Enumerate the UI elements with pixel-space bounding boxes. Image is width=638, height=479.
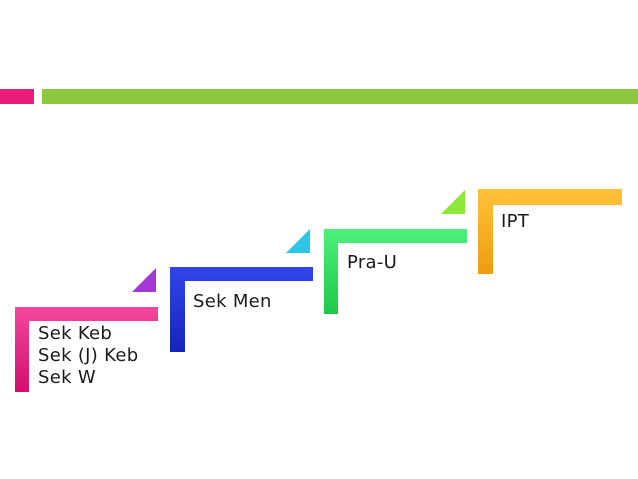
step-2-bracket: [170, 267, 313, 352]
step-4-label: IPT: [501, 211, 530, 232]
step-2-triangle: [286, 229, 310, 253]
step-2-label: Sek Men: [193, 291, 272, 312]
step-1-bracket: [15, 307, 158, 392]
header-bar: [42, 89, 638, 104]
step-1-line-1: Sek Keb: [38, 323, 113, 344]
step-1-label: Sek Keb Sek (J) Keb Sek W: [38, 323, 138, 389]
step-1-triangle: [132, 268, 156, 292]
step-3-bracket: [324, 229, 467, 314]
step-3-label: Pra-U: [347, 252, 398, 273]
step-1-line-2: Sek (J) Keb: [38, 345, 139, 366]
step-1-line-3: Sek W: [38, 367, 96, 388]
step-4-bracket: [478, 189, 622, 274]
header-accent-bar: [0, 89, 34, 104]
step-3-triangle: [441, 190, 465, 214]
